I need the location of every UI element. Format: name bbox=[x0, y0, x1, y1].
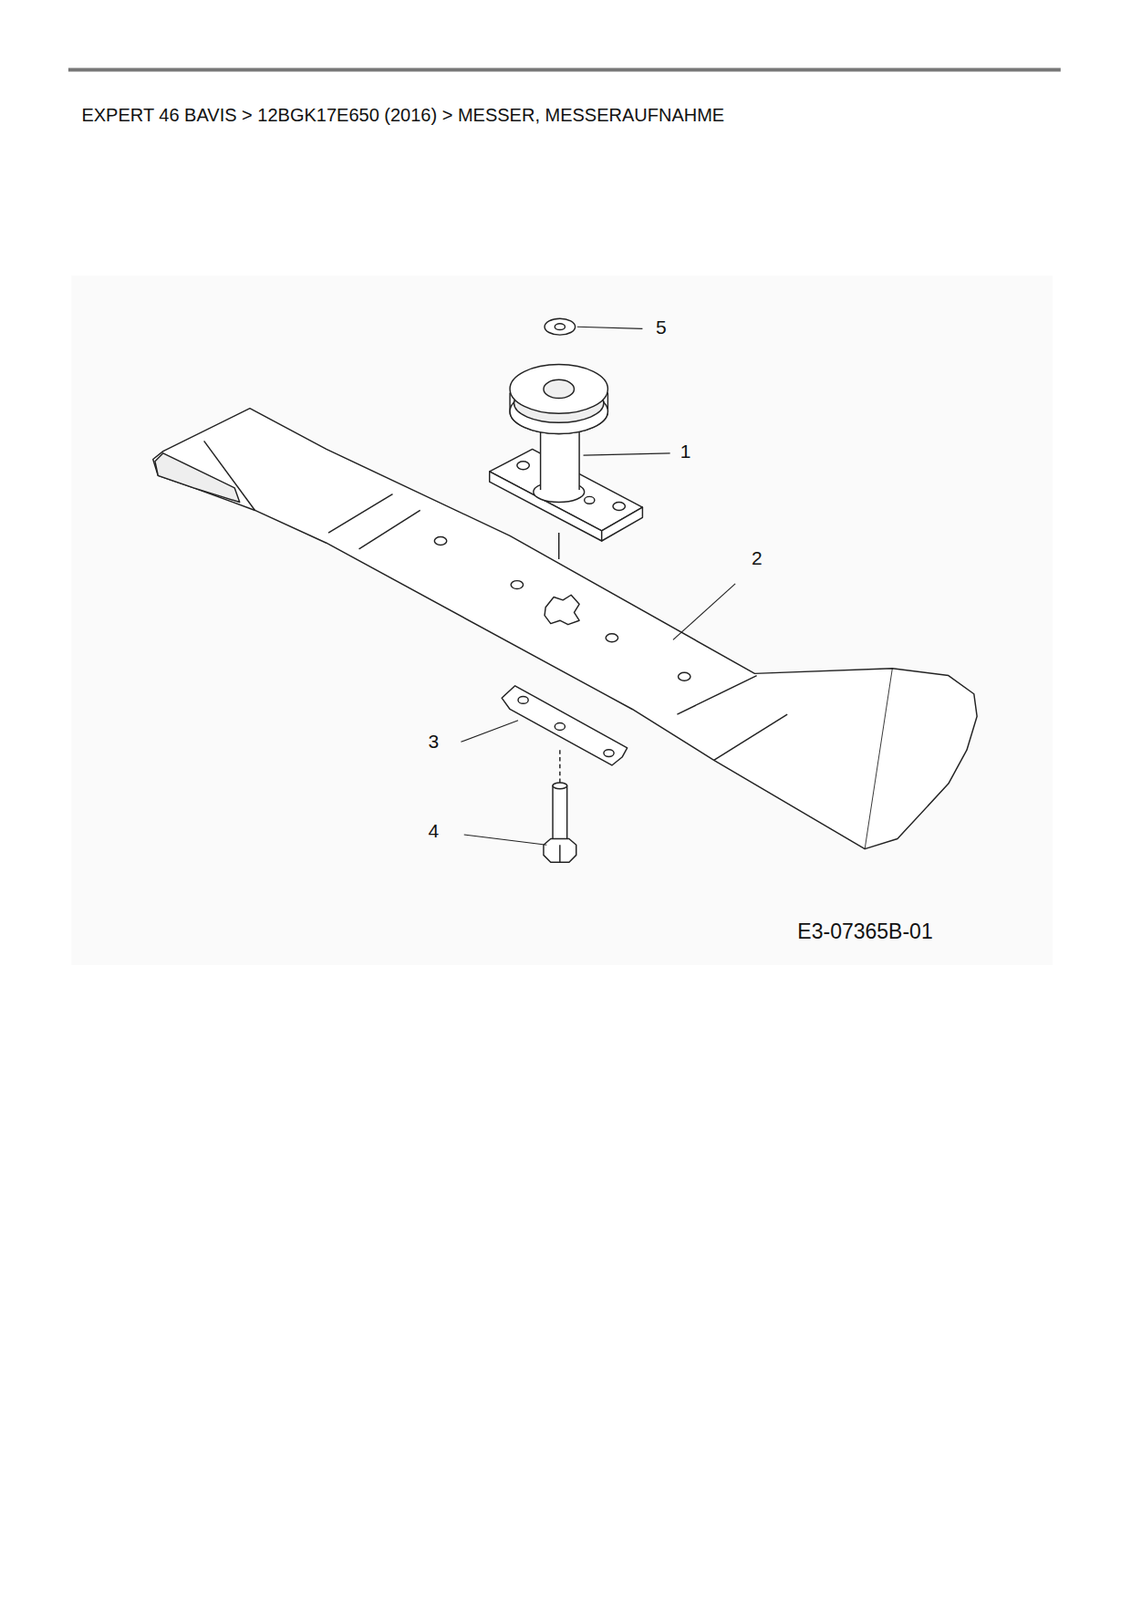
blade-adapter bbox=[489, 364, 644, 541]
washer bbox=[544, 318, 576, 335]
callout-number: 5 bbox=[655, 316, 667, 339]
axis-line bbox=[558, 532, 560, 560]
callout-number: 1 bbox=[680, 440, 692, 463]
page-title: EXPERT 46 BAVIS > 12BGK17E650 (2016) > M… bbox=[81, 104, 725, 126]
figure-ground bbox=[71, 275, 1053, 965]
blade bbox=[153, 408, 977, 850]
bolt bbox=[543, 782, 577, 862]
header-rule bbox=[68, 67, 1061, 72]
callout-number: 3 bbox=[428, 730, 440, 753]
leader-lines bbox=[460, 326, 736, 845]
callout-number: 2 bbox=[751, 547, 763, 570]
blade-plate bbox=[501, 685, 628, 766]
callout-number: 4 bbox=[428, 819, 440, 842]
figure-code: E3-07365B-01 bbox=[797, 919, 933, 944]
axis-line bbox=[559, 749, 561, 784]
